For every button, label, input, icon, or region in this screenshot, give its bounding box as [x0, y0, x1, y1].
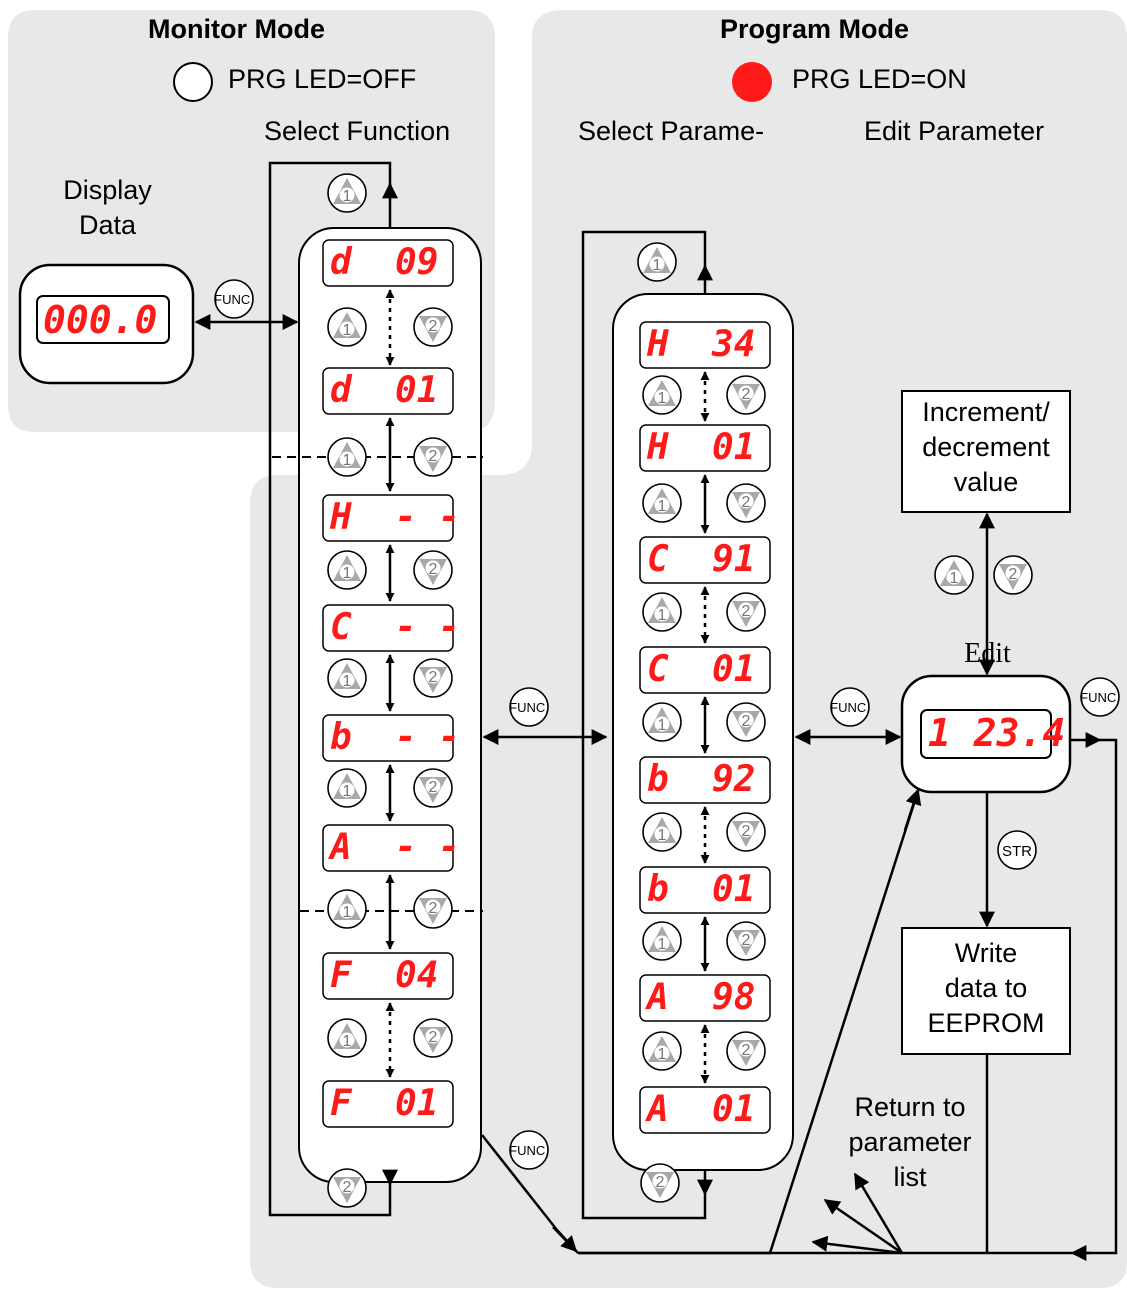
prg-led-off-label: PRG LED=OFF	[228, 64, 417, 94]
select-function-label: Select Function	[264, 116, 451, 146]
parameter-code-display: H 34	[647, 324, 756, 365]
up-key-icon	[327, 437, 367, 477]
write-eeprom-label: Write data to EEPROM	[927, 938, 1045, 1038]
display-data-label: Display Data	[63, 175, 152, 240]
down-key-icon	[413, 550, 453, 590]
parameter-code-display: A 98	[647, 977, 756, 1018]
up-key-icon	[327, 1018, 367, 1058]
display-data-lcd	[36, 295, 170, 344]
up-key-icon	[327, 307, 367, 347]
function-code-display: b - -	[330, 717, 461, 758]
function-code-display: A - -	[330, 827, 461, 868]
up-key-icon	[327, 550, 367, 590]
display-data-value: 000.0	[43, 298, 158, 342]
function-code-display: C - -	[330, 607, 461, 648]
function-code-display: H - -	[330, 497, 461, 538]
parameter-code-display: b 92	[647, 759, 756, 800]
down-key-icon	[413, 307, 453, 347]
function-displays	[322, 239, 454, 1128]
func-key-icon	[508, 687, 550, 727]
svg-text:STR: STR	[1002, 843, 1032, 860]
function-code-display: d 09	[330, 242, 439, 283]
store-key-icon: STR	[997, 830, 1037, 870]
down-key-icon	[726, 812, 766, 852]
up-key-icon	[642, 375, 682, 415]
return-to-parameter-list-label: Return to parameter list	[848, 1092, 972, 1192]
parameter-displays	[639, 321, 771, 1134]
up-key-icon	[642, 702, 682, 742]
down-key-icon	[726, 483, 766, 523]
select-parameter-label: Select Parame-	[578, 116, 765, 146]
up-key-icon	[327, 658, 367, 698]
up-key-icon	[642, 921, 682, 961]
down-key-icon	[327, 1168, 367, 1208]
func-key-icon	[829, 687, 871, 727]
parameter-code-display: b 01	[647, 869, 756, 910]
up-key-icon	[934, 555, 974, 595]
down-key-icon	[413, 437, 453, 477]
up-key-icon	[642, 812, 682, 852]
parameter-code-display: A 01	[647, 1089, 756, 1130]
down-key-icon	[413, 1018, 453, 1058]
function-code-display: F 01	[330, 1083, 439, 1124]
parameter-code-display: H 01	[647, 427, 756, 468]
down-key-icon	[413, 889, 453, 929]
write-eeprom-box	[901, 927, 1071, 1055]
up-key-icon	[327, 173, 367, 213]
func-key-icon	[213, 279, 255, 319]
down-key-icon	[726, 592, 766, 632]
func-key-icon	[1079, 677, 1121, 717]
down-key-icon	[726, 702, 766, 742]
down-key-icon	[726, 375, 766, 415]
edit-lcd	[920, 709, 1052, 759]
up-key-icon	[327, 768, 367, 808]
prg-led-on-label: PRG LED=ON	[792, 64, 967, 94]
program-mode-title: Program Mode	[720, 14, 910, 44]
down-key-icon	[726, 921, 766, 961]
up-key-icon	[642, 483, 682, 523]
function-code-display: d 01	[330, 370, 439, 411]
parameter-code-display: C 91	[647, 539, 756, 580]
down-key-icon	[640, 1163, 680, 1203]
function-code-display: F 04	[330, 955, 439, 996]
parameter-code-display: C 01	[647, 649, 756, 690]
down-key-icon	[413, 768, 453, 808]
edit-label: Edit	[964, 638, 1011, 669]
edit-parameter-label: Edit Parameter	[864, 116, 1045, 146]
up-key-icon	[637, 242, 677, 282]
func-key-icon	[508, 1130, 550, 1170]
monitor-mode-title: Monitor Mode	[148, 14, 325, 44]
connector-lines	[194, 161, 1118, 1261]
increment-box	[901, 390, 1071, 513]
down-key-icon	[993, 555, 1033, 595]
prg-led-on-icon	[732, 62, 772, 102]
edit-value: 1 23.4	[928, 711, 1066, 755]
up-key-icon	[642, 592, 682, 632]
down-key-icon	[413, 658, 453, 698]
prg-led-off-icon	[173, 62, 213, 102]
up-key-icon	[327, 889, 367, 929]
increment-decrement-label: Increment/ decrement value	[922, 397, 1050, 497]
up-key-icon	[642, 1031, 682, 1071]
down-key-icon	[726, 1031, 766, 1071]
